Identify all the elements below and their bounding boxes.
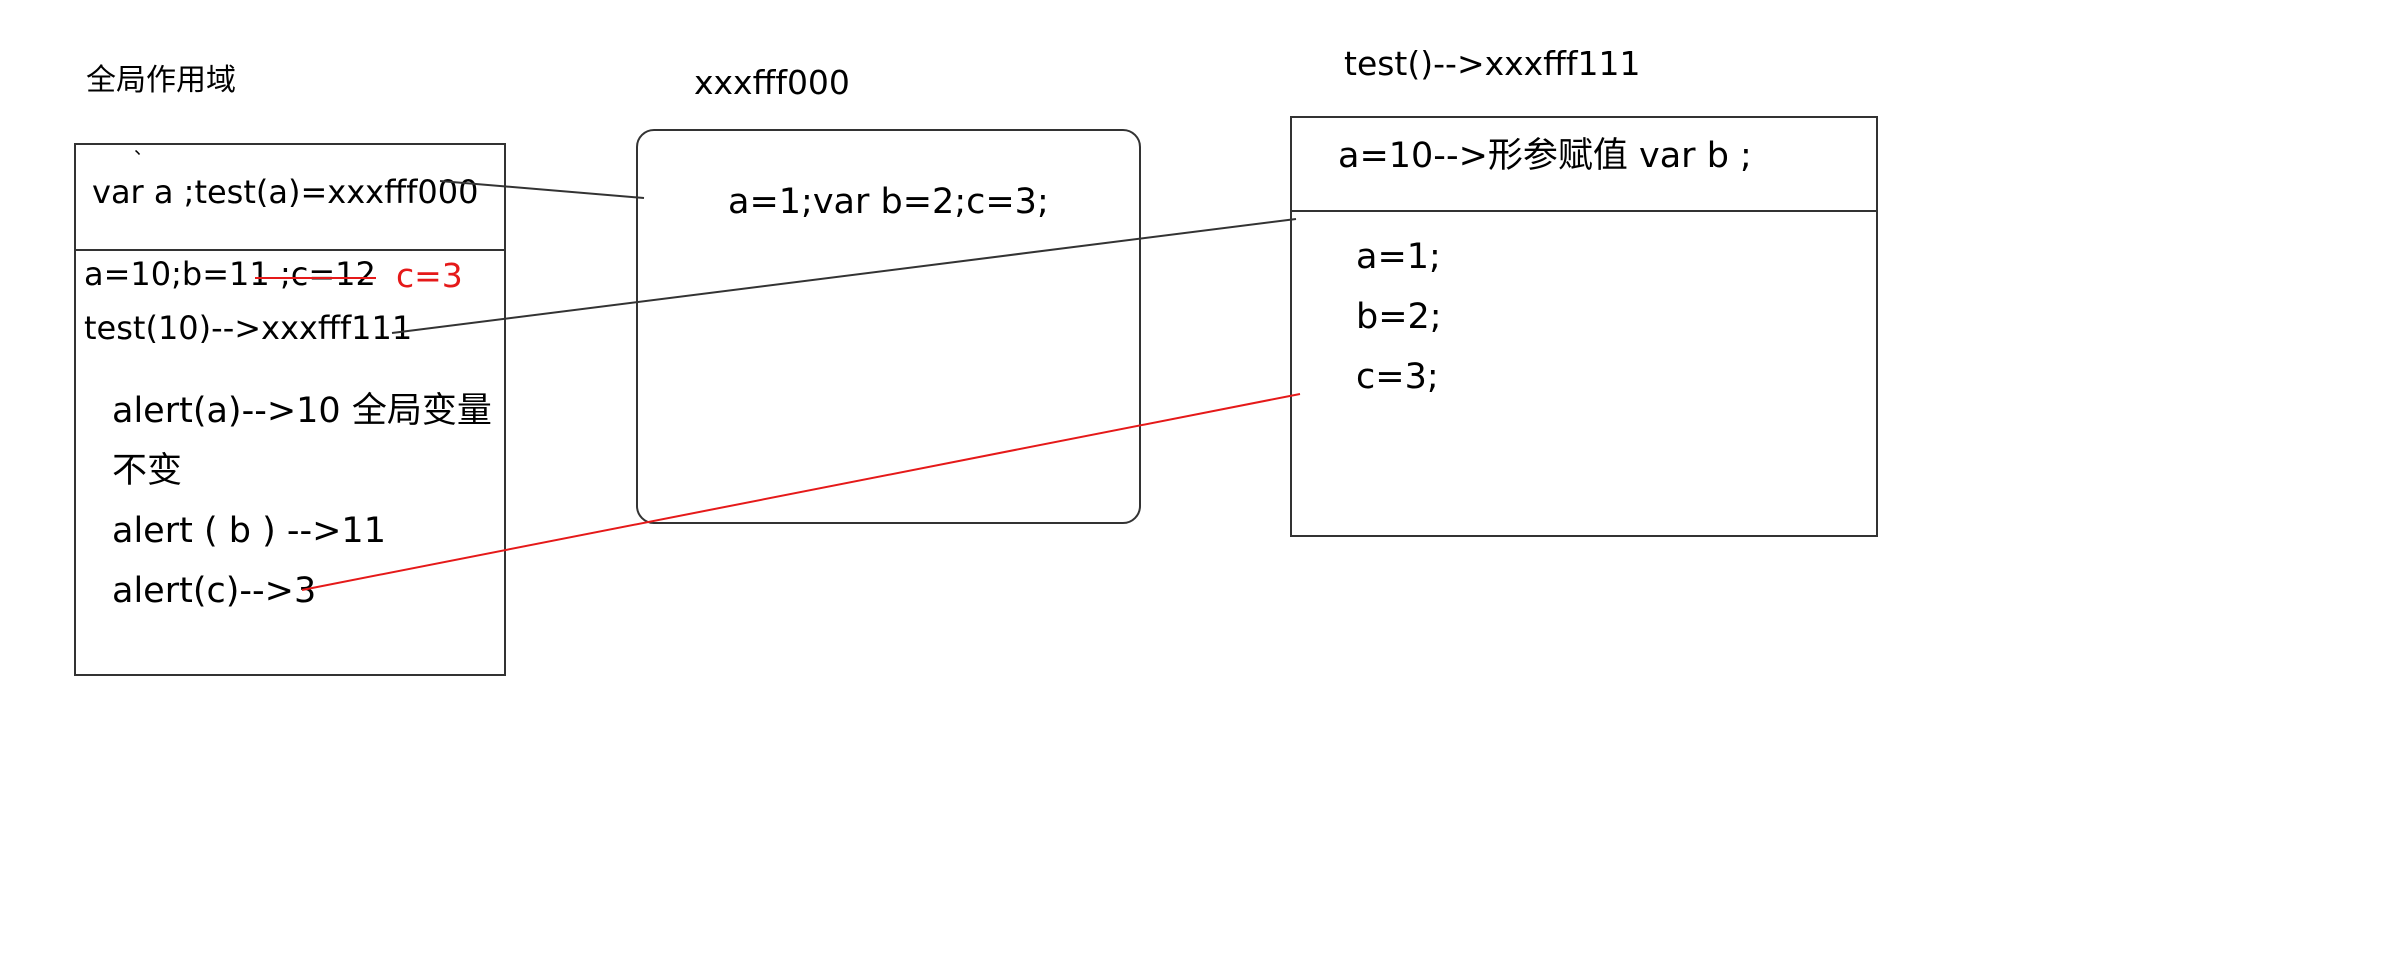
- execution-context-title: test()-->xxxfff111: [1344, 44, 1641, 83]
- global-scope-divider: [74, 249, 506, 251]
- alert-a: alert(a)-->10 全局变量: [112, 391, 492, 431]
- function-body: a=1;var b=2;c=3;: [728, 182, 1049, 222]
- tick-mark: 、: [134, 138, 152, 159]
- execution-context-divider: [1290, 210, 1878, 212]
- alert-a-continued: 不变: [112, 451, 183, 491]
- function-address-label: xxxfff000: [694, 63, 850, 102]
- context-line-b: b=2;: [1356, 297, 1442, 337]
- global-declaration: var a ;test(a)=xxxfff000: [92, 173, 479, 211]
- global-assignment: a=10;b=11 ;c=12: [84, 255, 376, 293]
- param-assignment: a=10-->形参赋值 var b ;: [1338, 136, 1752, 176]
- alert-b: alert ( b ) -->11: [112, 511, 386, 551]
- alert-c: alert(c)-->3: [112, 571, 317, 611]
- global-scope-title: 全局作用域: [86, 63, 236, 98]
- override-note: c=3: [396, 256, 463, 295]
- global-call: test(10)-->xxxfff111: [84, 309, 413, 347]
- context-line-a: a=1;: [1356, 237, 1441, 277]
- context-line-c: c=3;: [1356, 357, 1439, 397]
